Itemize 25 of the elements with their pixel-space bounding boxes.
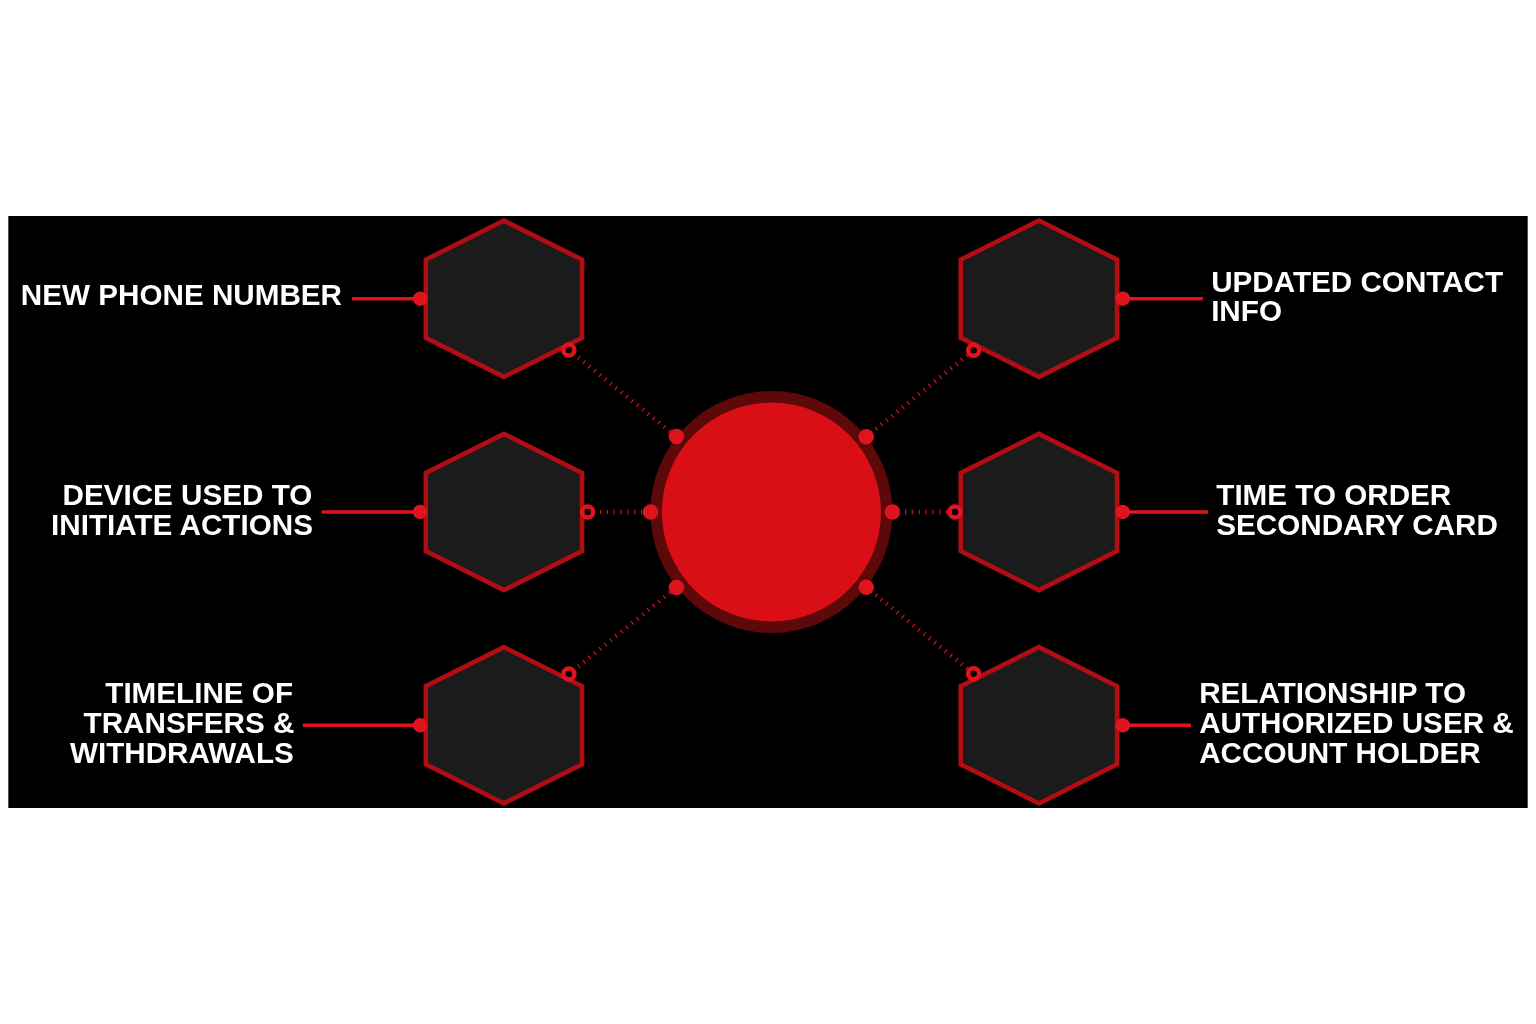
node-text: TIME TO ORDER SECONDARY CARD xyxy=(1216,477,1498,541)
connector xyxy=(858,342,982,445)
node-text: RELATIONSHIP TO AUTHORIZED USER & ACCOUNT HOLDER xyxy=(1199,676,1514,769)
node-hexagon xyxy=(958,644,1120,806)
connector xyxy=(858,579,982,682)
connector xyxy=(1115,718,1191,733)
node-text: NEW PHONE NUMBER xyxy=(20,277,342,311)
node-hexagon xyxy=(423,431,585,593)
node-hexagon xyxy=(423,218,585,380)
node-circle xyxy=(650,391,893,633)
node-text: TIMELINE OF TRANSFERS & WITHDRAWALS xyxy=(69,676,295,769)
node-hexagon xyxy=(958,431,1120,593)
connector xyxy=(321,504,428,520)
connector xyxy=(1115,504,1209,520)
node-hexagon xyxy=(958,218,1120,380)
connector xyxy=(561,579,685,682)
node-text: DEVICE USED TO INITIATE ACTIONS xyxy=(51,477,313,541)
connector xyxy=(1115,291,1203,306)
connector xyxy=(302,718,428,733)
connector xyxy=(579,504,659,520)
connector xyxy=(561,342,685,445)
node-hexagon xyxy=(423,644,585,806)
connector xyxy=(884,504,963,520)
node-text: UPDATED CONTACT INFO xyxy=(1211,264,1504,328)
connector xyxy=(352,291,428,306)
